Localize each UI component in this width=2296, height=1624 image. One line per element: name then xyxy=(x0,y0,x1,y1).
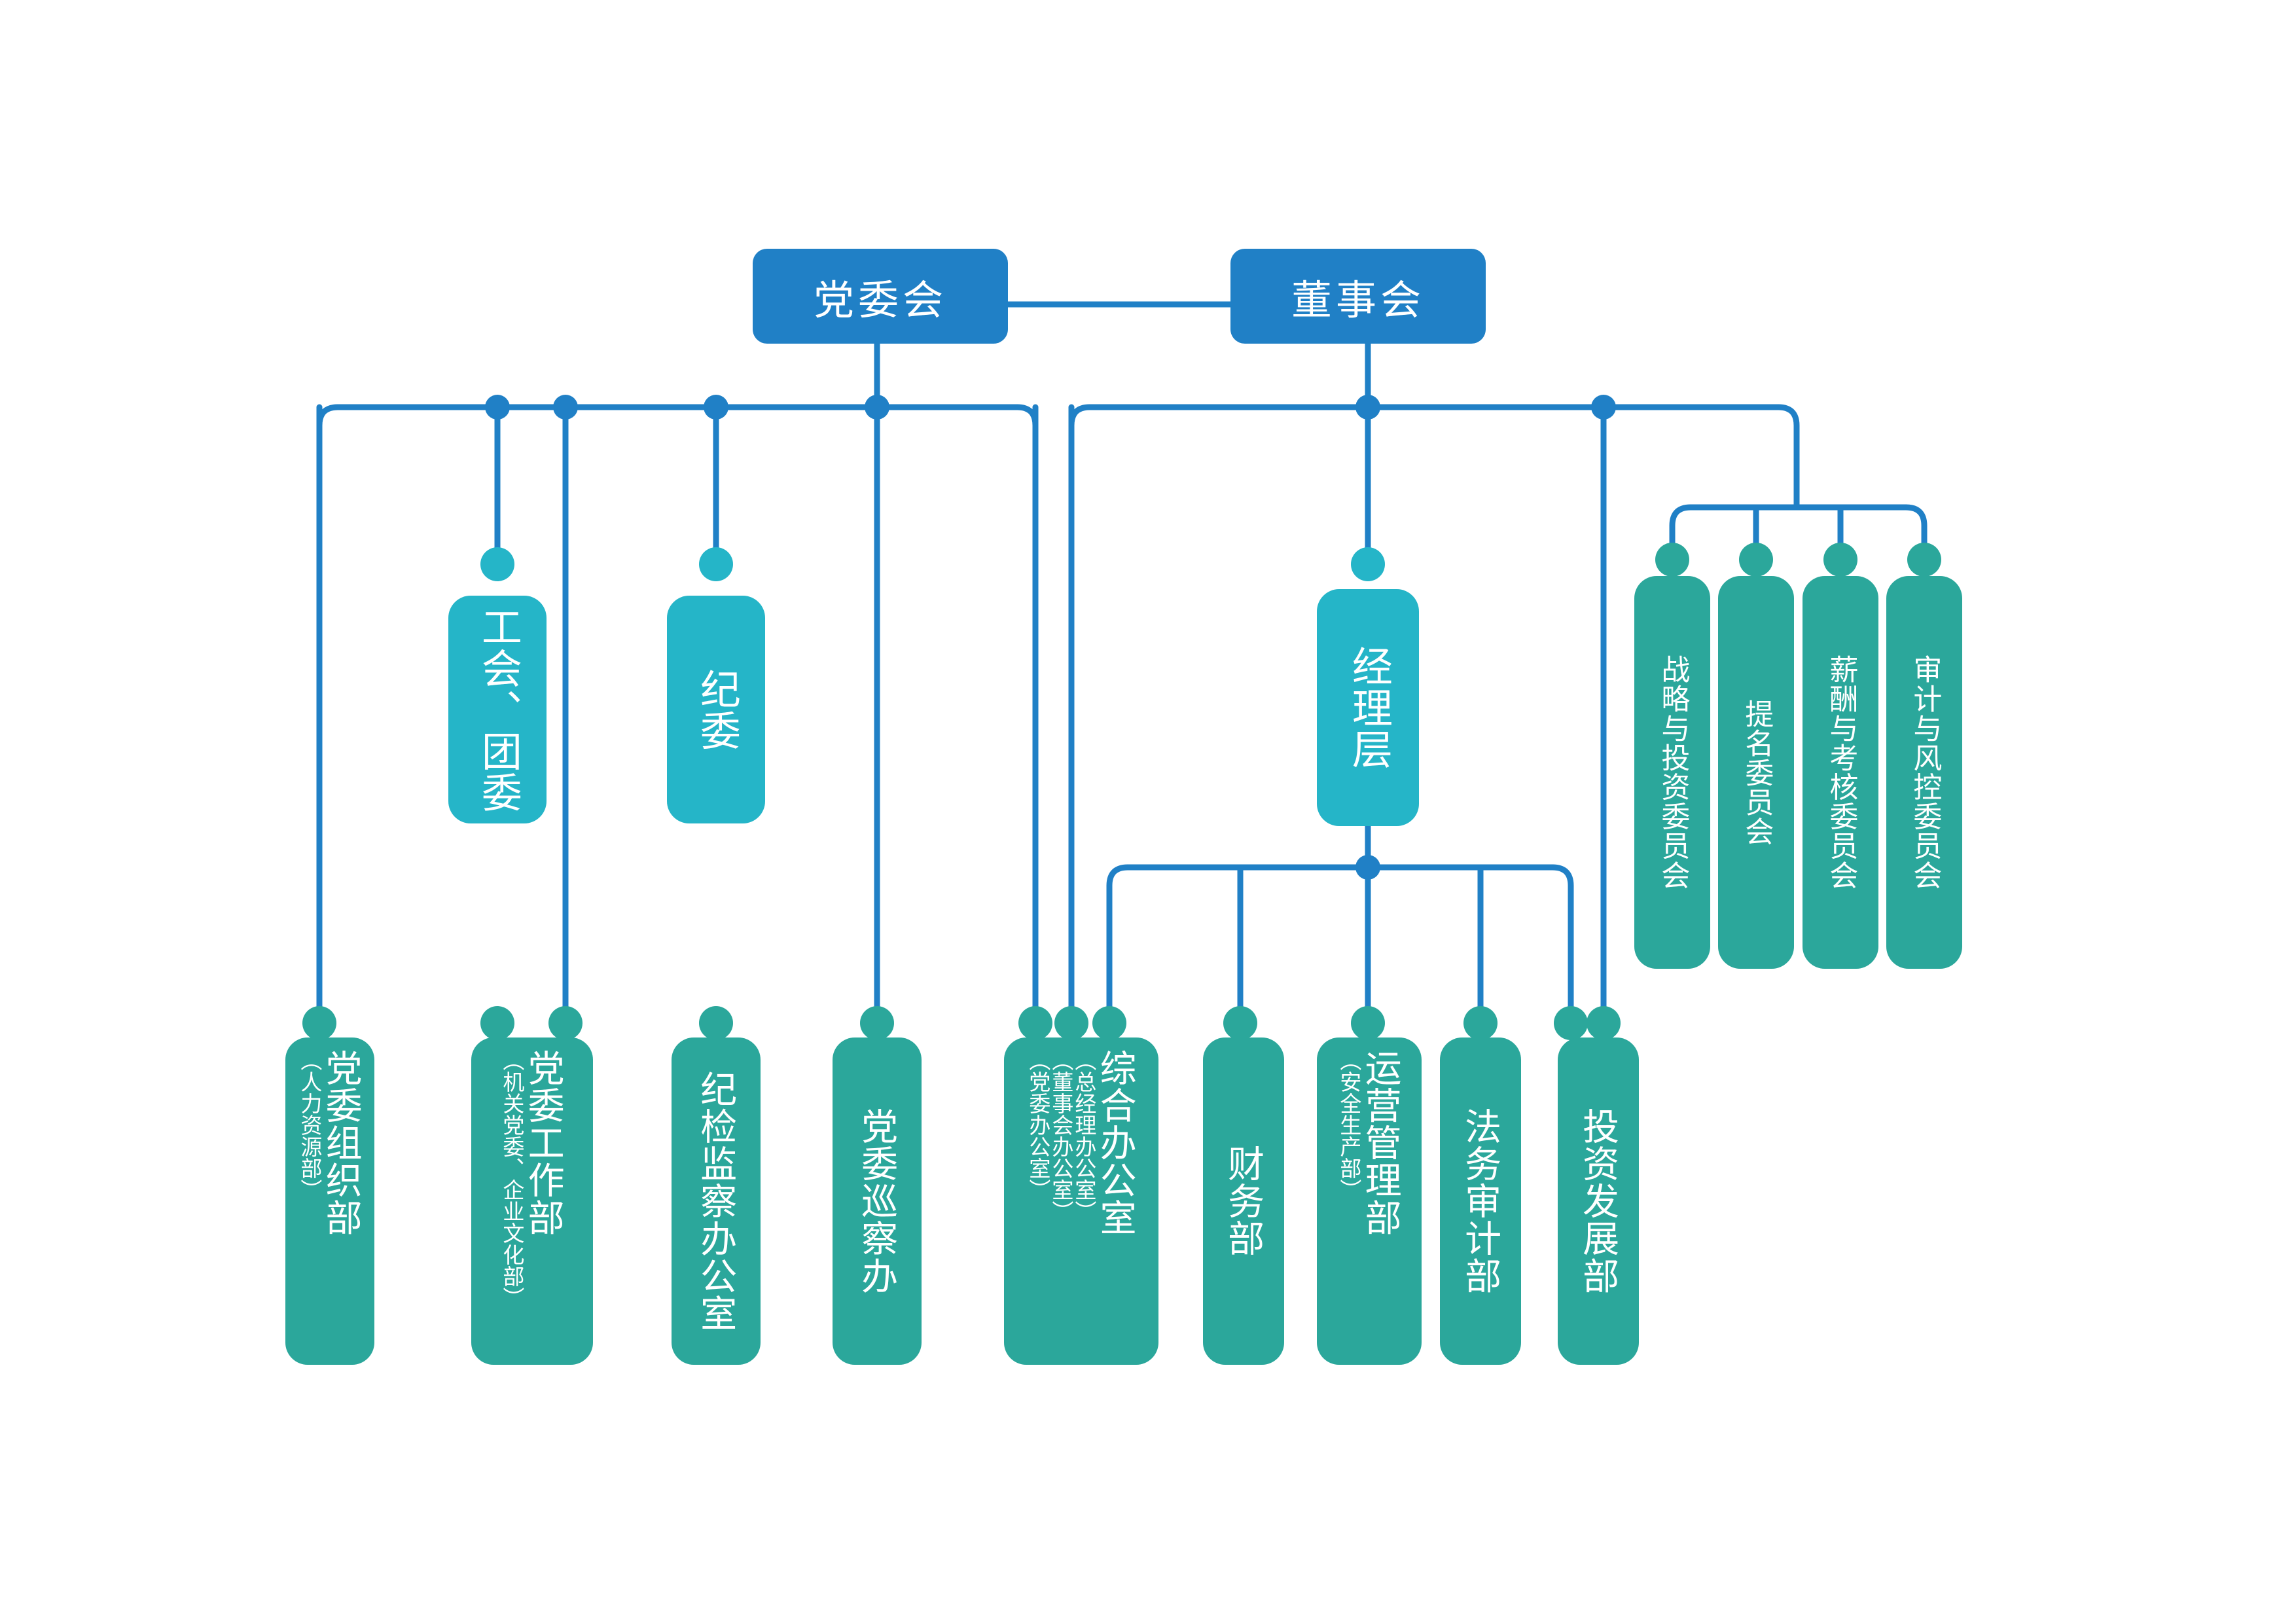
node-management-layer[interactable]: 经理层 xyxy=(1317,589,1419,826)
department-node-dots xyxy=(302,1006,1621,1040)
node-text-stack: 运营管理部 （安全生产部） xyxy=(1336,1038,1402,1365)
node-nomination-committee[interactable]: 提名委员会 xyxy=(1718,576,1794,969)
node-annotation-3: （党委办公室） xyxy=(1026,1049,1050,1200)
node-label: 战略与投资委员会 xyxy=(1657,655,1689,890)
committee-node-dots xyxy=(1655,543,1941,577)
node-union-youth-league[interactable]: 工会、团委 xyxy=(448,596,547,823)
node-label: 法务审计部 xyxy=(1460,1108,1501,1295)
node-party-committee[interactable]: 党委会 xyxy=(753,249,1008,344)
node-party-organization-dept[interactable]: 党委组织部 （人力资源部） xyxy=(285,1038,374,1365)
node-discipline-committee[interactable]: 纪委 xyxy=(667,596,765,823)
node-board-of-directors[interactable]: 董事会 xyxy=(1230,249,1486,344)
node-annotation-1: （人力资源部） xyxy=(297,1049,322,1200)
node-finance-dept[interactable]: 财务部 xyxy=(1203,1038,1284,1365)
node-text-stack: 党委工作部 （机关党委、企业文化部） xyxy=(499,1038,565,1365)
node-investment-development-dept[interactable]: 投资发展部 xyxy=(1558,1038,1639,1365)
node-label: 薪酬与考核委员会 xyxy=(1825,655,1857,890)
node-audit-risk-committee[interactable]: 审计与风控委员会 xyxy=(1886,576,1962,969)
node-discipline-inspection-office[interactable]: 纪检监察办公室 xyxy=(672,1038,761,1365)
node-label: 党委工作部 xyxy=(523,1049,565,1236)
level2-node-dots xyxy=(480,547,1385,581)
node-label: 纪检监察办公室 xyxy=(695,1070,737,1332)
node-label: 党委组织部 xyxy=(321,1049,363,1236)
node-label: 运营管理部 xyxy=(1360,1049,1402,1236)
node-label: 党委巡察办 xyxy=(856,1108,898,1295)
node-label: 董事会 xyxy=(1291,278,1425,323)
node-label: 党委会 xyxy=(813,278,947,323)
node-label: 提名委员会 xyxy=(1740,698,1773,846)
node-party-inspection-office[interactable]: 党委巡察办 xyxy=(833,1038,922,1365)
node-label: 经理层 xyxy=(1345,645,1391,770)
node-label: 财务部 xyxy=(1223,1145,1265,1257)
node-legal-audit-dept[interactable]: 法务审计部 xyxy=(1440,1038,1521,1365)
node-label: 投资发展部 xyxy=(1577,1108,1619,1295)
node-strategy-investment-committee[interactable]: 战略与投资委员会 xyxy=(1634,576,1710,969)
node-annotation-1: （机关党委、企业文化部） xyxy=(499,1049,524,1308)
node-annotation-1: （总经理办公室） xyxy=(1071,1049,1096,1222)
node-label: 纪委 xyxy=(693,668,739,751)
node-text-stack: 党委组织部 （人力资源部） xyxy=(297,1038,363,1365)
node-label: 审计与风控委员会 xyxy=(1909,655,1941,890)
node-annotation-2: （董事会办公室） xyxy=(1049,1049,1073,1222)
node-party-work-dept[interactable]: 党委工作部 （机关党委、企业文化部） xyxy=(471,1038,593,1365)
node-operations-management-dept[interactable]: 运营管理部 （安全生产部） xyxy=(1317,1038,1422,1365)
node-text-stack: 综合办公室 （总经理办公室） （董事会办公室） （党委办公室） xyxy=(1026,1038,1137,1365)
bus-junction-dots xyxy=(485,395,1616,880)
node-general-office[interactable]: 综合办公室 （总经理办公室） （董事会办公室） （党委办公室） xyxy=(1004,1038,1158,1365)
node-remuneration-appraisal-committee[interactable]: 薪酬与考核委员会 xyxy=(1803,576,1878,969)
node-label: 综合办公室 xyxy=(1095,1049,1137,1236)
node-annotation-1: （安全生产部） xyxy=(1336,1049,1361,1200)
node-label: 工会、团委 xyxy=(475,605,520,814)
